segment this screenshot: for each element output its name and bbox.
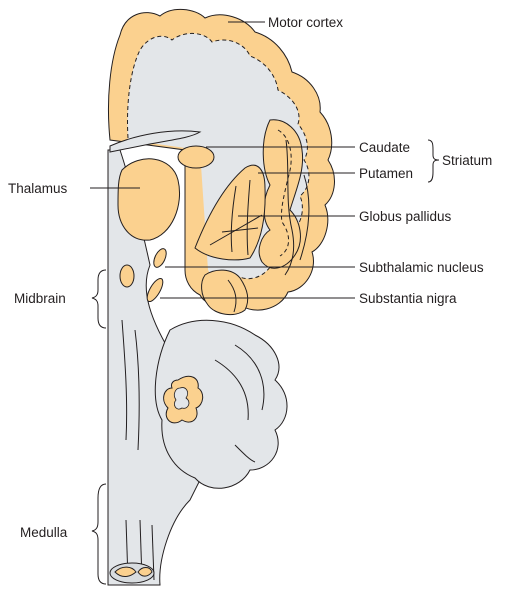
- caudate: [178, 146, 214, 168]
- red-nucleus: [120, 265, 134, 287]
- label-subthalamic-nucleus: Subthalamic nucleus: [359, 260, 484, 275]
- substantia-nigra: [144, 276, 166, 304]
- medulla-brace: [92, 484, 106, 584]
- label-thalamus: Thalamus: [8, 181, 68, 196]
- label-globus-pallidus: Globus pallidus: [359, 209, 452, 224]
- label-motor-cortex: Motor cortex: [268, 15, 343, 30]
- label-caudate: Caudate: [359, 140, 410, 155]
- midbrain-brace: [92, 270, 106, 328]
- label-midbrain: Midbrain: [14, 291, 66, 306]
- label-medulla: Medulla: [20, 525, 68, 540]
- striatum-brace: [428, 140, 439, 182]
- label-putamen: Putamen: [359, 166, 413, 181]
- label-substantia-nigra: Substantia nigra: [359, 291, 457, 306]
- dentate-nucleus-inner: [174, 388, 189, 409]
- thalamus: [118, 159, 180, 240]
- label-striatum: Striatum: [442, 153, 492, 168]
- subthalamic-nucleus: [151, 247, 169, 269]
